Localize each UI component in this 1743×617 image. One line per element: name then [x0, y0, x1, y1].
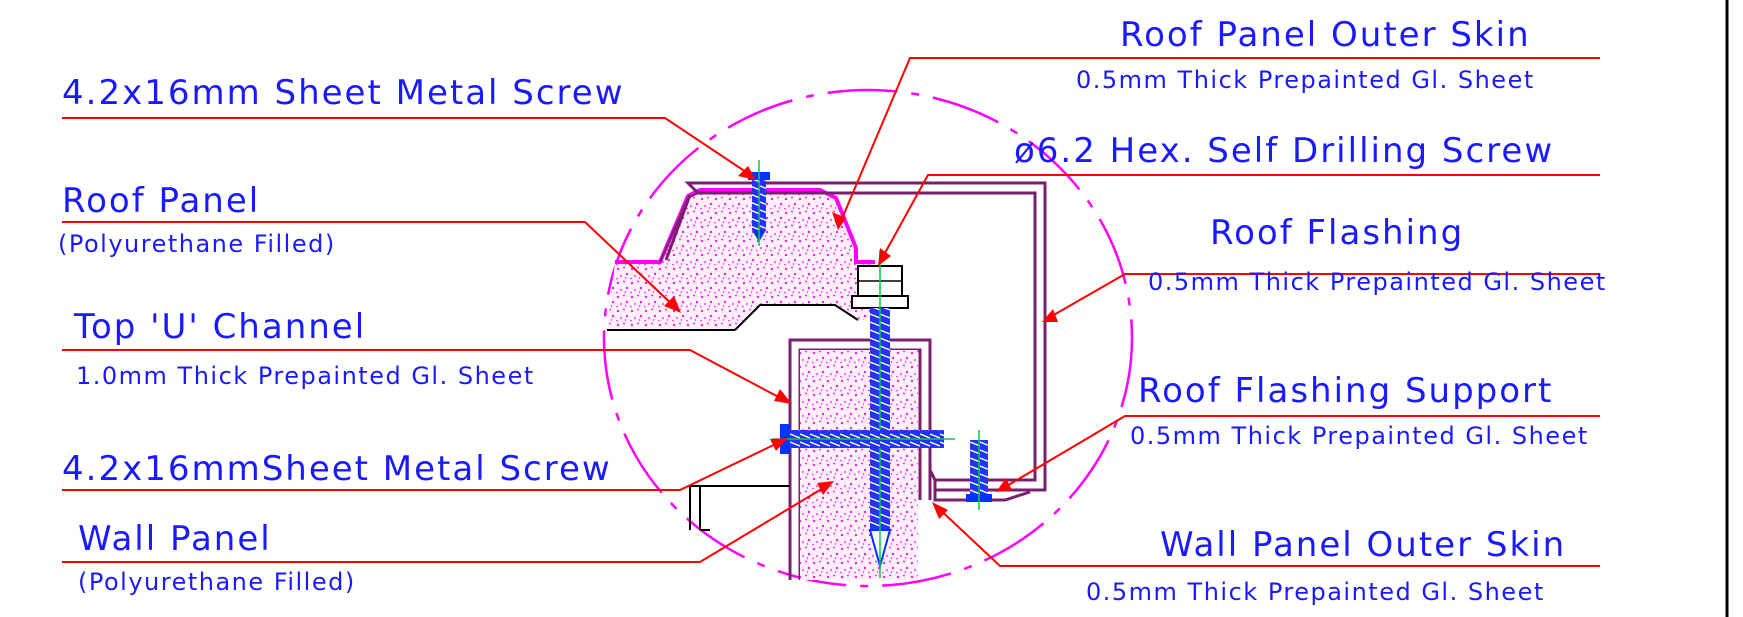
sheet-metal-screw-top — [748, 160, 770, 246]
top-u-channel-spec: 1.0mm Thick Prepainted Gl. Sheet — [76, 362, 535, 390]
roof-panel-sub: (Polyurethane Filled) — [58, 230, 336, 258]
top-u-channel-title: Top 'U' Channel — [73, 307, 366, 347]
hex-self-drilling-screw — [851, 250, 909, 578]
roof-flashing-title: Roof Flashing — [1210, 213, 1464, 253]
roof-panel — [607, 188, 875, 331]
roof-flashing-spec: 0.5mm Thick Prepainted Gl. Sheet — [1148, 268, 1607, 296]
wall-panel-sub: (Polyurethane Filled) — [78, 568, 356, 596]
detail-magnifier-circle — [602, 88, 1134, 588]
roof-outer-skin-spec: 0.5mm Thick Prepainted Gl. Sheet — [1076, 66, 1535, 94]
roof-flashing-support-title: Roof Flashing Support — [1138, 371, 1553, 411]
wall-panel-title: Wall Panel — [78, 519, 272, 559]
roof-panel-title: Roof Panel — [62, 181, 260, 221]
wall-outer-skin-title: Wall Panel Outer Skin — [1160, 525, 1566, 565]
leader-lines — [62, 57, 1600, 567]
roof-outer-skin-title: Roof Panel Outer Skin — [1120, 15, 1531, 55]
wall-outer-skin-spec: 0.5mm Thick Prepainted Gl. Sheet — [1086, 578, 1545, 606]
sheet-screw-bottom-label: 4.2x16mmSheet Metal Screw — [62, 449, 612, 489]
sheet-metal-screw-support — [966, 430, 992, 510]
roof-flashing-support — [928, 469, 1031, 502]
sheet-screw-top-label: 4.2x16mm Sheet Metal Screw — [62, 73, 625, 113]
wall-panel — [689, 350, 918, 580]
roof-flashing-support-spec: 0.5mm Thick Prepainted Gl. Sheet — [1130, 422, 1589, 450]
hex-screw-label: ø6.2 Hex. Self Drilling Screw — [1014, 131, 1554, 171]
